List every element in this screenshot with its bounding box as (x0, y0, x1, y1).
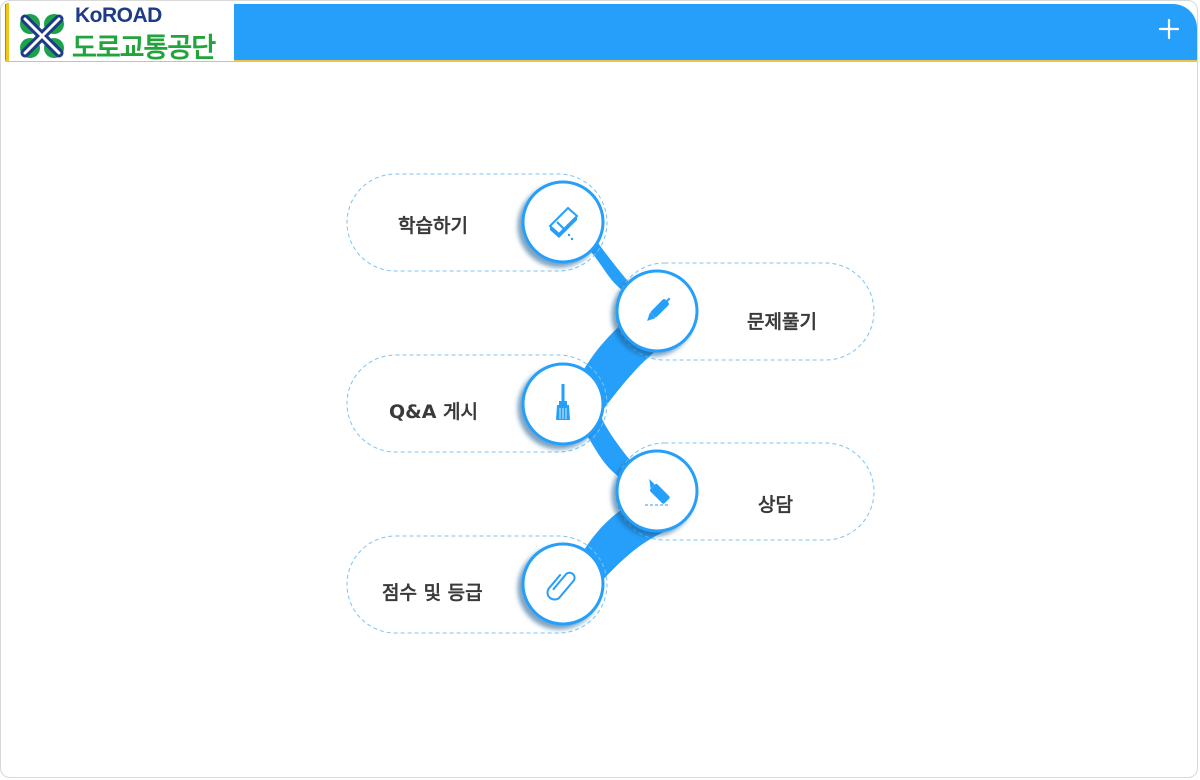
logo-korean-text: 도로교통공단 (72, 33, 216, 64)
koroad-logo[interactable]: KoROAD 도로교통공단 (6, 3, 234, 64)
menu-label-quiz[interactable]: 문제풀기 (747, 311, 817, 333)
menu-circle-5 (521, 542, 605, 626)
brush-icon (556, 384, 570, 420)
menu-item-study-button[interactable] (523, 182, 603, 262)
menu-item-score-button[interactable] (523, 544, 603, 624)
cutter-knife-icon (645, 478, 670, 506)
menu-item-counsel-button[interactable] (617, 451, 697, 531)
pill-outline-5 (346, 535, 608, 634)
koroad-emblem-icon (20, 14, 64, 58)
menu-item-quiz-button[interactable] (617, 271, 697, 351)
menu-item-qna-button[interactable] (523, 364, 603, 444)
menu-label-score[interactable]: 점수 및 등급 (382, 582, 483, 604)
pill-outline-2 (615, 262, 875, 361)
menu-label-counsel[interactable]: 상담 (758, 494, 793, 516)
pill-outline-3 (346, 354, 608, 453)
paperclip-icon (546, 571, 576, 601)
eraser-icon (548, 206, 579, 241)
pill-outline-4 (615, 442, 875, 541)
logo-english-text: KoROAD (75, 4, 162, 27)
menu-label-study[interactable]: 학습하기 (398, 215, 468, 237)
pill-outline-1 (346, 173, 608, 272)
plus-icon[interactable] (1158, 18, 1180, 40)
menu-label-qna[interactable]: Q&A 게시 (389, 401, 479, 423)
